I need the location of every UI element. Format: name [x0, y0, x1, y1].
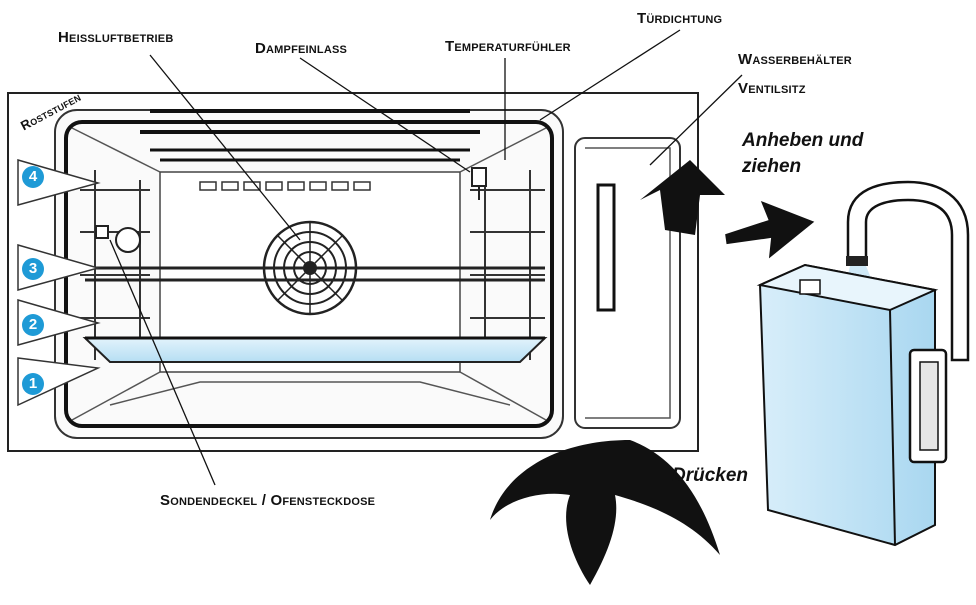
leader-wasserbehaelter — [649, 74, 743, 166]
faucet — [846, 180, 970, 362]
rack-level-1-badge: 1 — [22, 373, 44, 395]
right-rack-rails — [470, 170, 545, 360]
leader-tuerdichtung — [539, 29, 681, 121]
push-arrow — [490, 440, 720, 585]
label-sondendeckel: Sondendeckel / Ofensteckdose — [160, 492, 376, 509]
leader-heissluftbetrieb — [149, 54, 301, 241]
action-anheben-line1: Anheben und — [742, 130, 864, 151]
top-heating-elements — [140, 109, 480, 162]
label-tuerdichtung: Türdichtung — [637, 10, 723, 27]
rack-level-3-badge: 3 — [22, 258, 44, 280]
lift-arrow — [640, 160, 725, 235]
leader-dampfeinlass — [299, 57, 471, 173]
rack-level-4-badge: 4 — [22, 166, 44, 188]
label-ventilsitz: Ventilsitz — [738, 80, 806, 97]
slot-handle — [596, 183, 616, 312]
vent-slots — [199, 181, 371, 191]
rack-level-2-badge: 2 — [22, 314, 44, 336]
convection-fan — [262, 220, 358, 316]
probe-socket — [95, 225, 141, 253]
temperature-sensor — [471, 167, 487, 200]
cavity-perspective — [71, 127, 547, 421]
label-temperaturfuehler: Temperaturfühler — [445, 38, 571, 55]
action-druecken: Drücken — [672, 465, 749, 486]
label-wasserbehaelter: Wasserbehälter — [738, 51, 852, 68]
pull-arrow — [725, 200, 815, 259]
water-tank — [756, 263, 948, 547]
left-rack-rails — [80, 170, 150, 360]
label-dampfeinlass: Dampfeinlass — [255, 40, 348, 57]
leader-sondendeckel — [109, 239, 216, 486]
leader-lines — [109, 29, 743, 486]
label-heissluftbetrieb: Heissluftbetrieb — [58, 29, 174, 46]
action-anheben-line2: ziehen — [742, 156, 802, 177]
